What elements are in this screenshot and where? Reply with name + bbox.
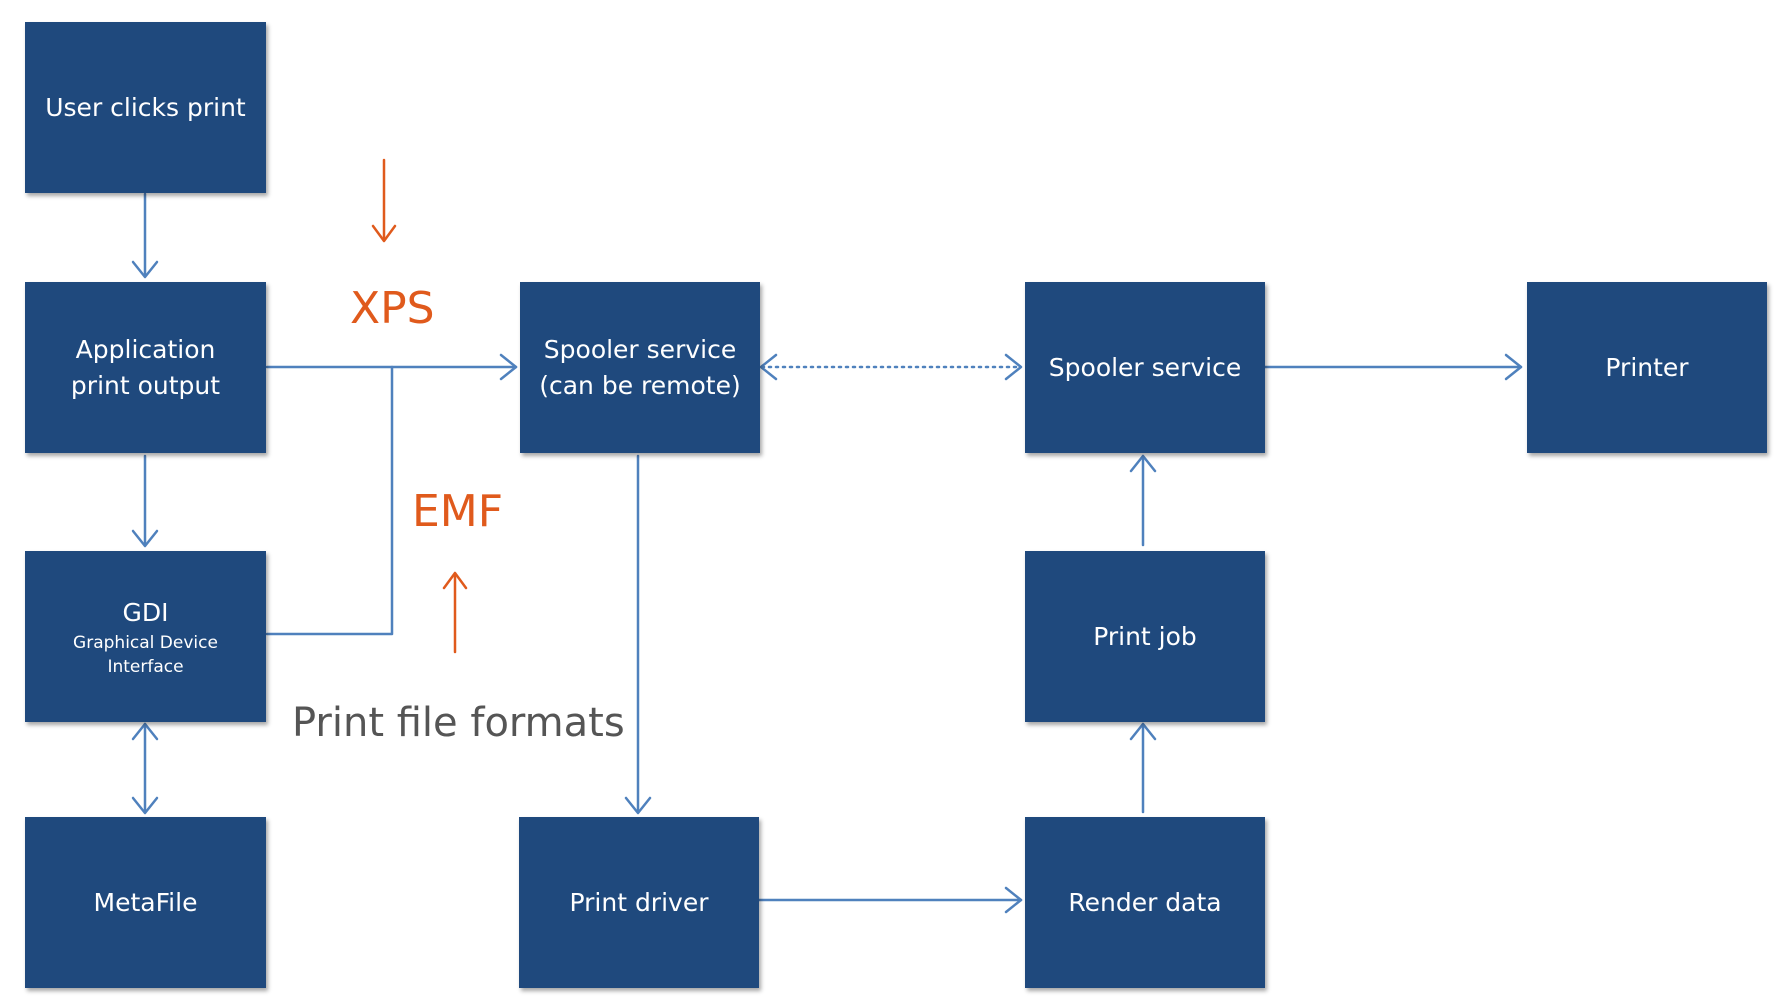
connector-gdi-to-spooler — [265, 365, 394, 636]
application-print-output-label-line2: print output — [70, 370, 221, 400]
metafile-label: MetaFile — [93, 887, 198, 917]
gdi-subtitle-line1: Graphical Device — [73, 632, 218, 653]
xps-down-arrowhead — [371, 224, 397, 243]
print-driver-box: Print driver — [519, 817, 759, 988]
spooler-service-remote-label-line2: (can be remote) — [539, 370, 741, 400]
emf-up-arrowhead — [442, 571, 468, 590]
arrowhead-gdi-top — [131, 529, 159, 548]
print-file-formats-caption: Print file formats — [292, 700, 625, 746]
arrowhead-spooler-remote-left — [499, 353, 518, 381]
print-job-box: Print job — [1025, 551, 1265, 722]
gdi-title: GDI — [122, 597, 169, 627]
application-print-output-box: Application print output — [25, 282, 266, 453]
emf-format-label: EMF — [412, 486, 504, 537]
spooler-service-remote-label-line1: Spooler service — [543, 334, 737, 364]
arrowhead-job-bottom — [1129, 722, 1157, 741]
metafile-box: MetaFile — [25, 817, 266, 988]
render-data-label: Render data — [1068, 887, 1222, 917]
arrowhead-spooler-service-left — [1004, 353, 1023, 381]
spooler-service-box: Spooler service — [1025, 282, 1265, 453]
arrowhead-app-top — [131, 260, 159, 279]
arrowhead-metafile-top — [131, 796, 159, 815]
render-data-box: Render data — [1025, 817, 1265, 988]
spooler-service-remote-box: Spooler service (can be remote) — [520, 282, 760, 453]
arrowhead-gdi-bottom — [131, 722, 159, 741]
gdi-box: GDI Graphical Device Interface — [25, 551, 266, 722]
xps-format-label: XPS — [350, 283, 435, 334]
arrowhead-printer-left — [1504, 353, 1523, 381]
application-print-output-label-line1: Application — [75, 334, 216, 364]
arrowhead-spooler-bottom — [1129, 454, 1157, 473]
print-driver-label: Print driver — [569, 887, 709, 917]
printer-label: Printer — [1605, 352, 1689, 382]
arrowhead-render-left — [1004, 886, 1023, 914]
gdi-subtitle-line2: Interface — [107, 656, 184, 677]
print-job-label: Print job — [1093, 621, 1197, 651]
user-clicks-print-box: User clicks print — [25, 22, 266, 193]
arrowhead-spooler-remote-right — [759, 353, 778, 381]
spooler-service-label: Spooler service — [1048, 352, 1242, 382]
arrowhead-driver-top — [624, 796, 652, 815]
printer-box: Printer — [1527, 282, 1767, 453]
user-clicks-print-label: User clicks print — [45, 92, 246, 122]
